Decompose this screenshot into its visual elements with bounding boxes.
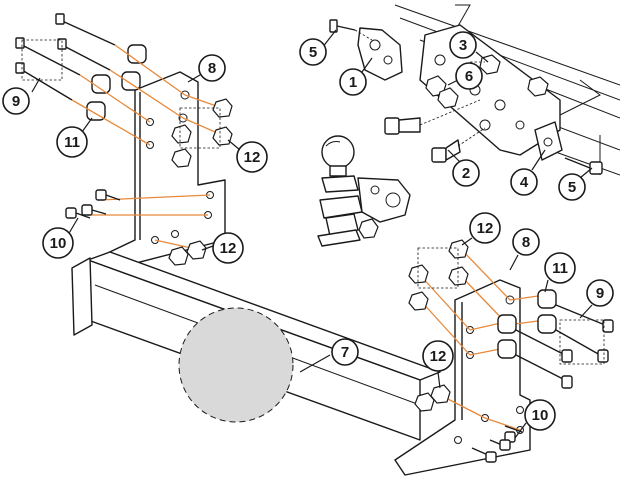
svg-text:8: 8 [522,234,530,251]
svg-text:4: 4 [520,174,529,191]
callout-12-upper-right: 12 [469,212,501,244]
part-5-bolt-lower [564,157,603,175]
part-9-right-bolts [515,304,614,389]
svg-text:10: 10 [50,235,67,252]
callout-6: 6 [455,62,483,90]
svg-text:8: 8 [208,60,216,77]
svg-text:12: 12 [430,348,447,365]
part-6-nuts [425,75,459,109]
callout-5-lower: 5 [558,173,586,201]
callout-1: 1 [339,68,367,96]
svg-text:11: 11 [552,260,568,277]
svg-text:6: 6 [465,68,473,85]
callout-12-upper-left: 12 [236,141,268,173]
tow-ball-assembly [317,135,411,247]
callout-9-right: 9 [586,279,614,307]
callout-8-left: 8 [198,54,226,82]
svg-text:9: 9 [12,93,20,110]
svg-text:12: 12 [477,220,494,237]
callout-leaders [31,29,593,439]
part-5-bolt-upper [329,19,373,41]
part-2-bolts [384,99,486,163]
assembly-guides-left [71,44,223,251]
callout-5-upper: 5 [299,38,327,66]
part-10-right-bolts [471,425,523,463]
svg-text:1: 1 [349,74,357,91]
svg-text:12: 12 [244,149,261,166]
part-12-left-nuts [168,98,233,266]
part-11-right-spacers [497,289,557,359]
svg-text:10: 10 [532,407,549,424]
svg-text:5: 5 [568,179,576,196]
svg-text:12: 12 [220,240,237,257]
callout-3: 3 [449,31,477,59]
callout-12-lower-left: 12 [212,232,244,264]
callout-7: 7 [331,338,359,366]
callout-12-lower-right: 12 [422,340,454,372]
part-12-right-nuts [408,239,469,412]
part-11-left-spacers [86,44,147,121]
callout-4: 4 [510,168,538,196]
svg-text:9: 9 [596,285,604,302]
callout-11-left: 11 [56,126,88,158]
callout-10-right: 10 [524,399,556,431]
callout-2: 2 [452,159,480,187]
part-4-clamp-plate [534,121,563,161]
svg-text:2: 2 [462,165,470,182]
part-10-left-bolts [65,189,121,219]
part-1-bracket-plate [357,27,403,81]
part-9-left-bolts [15,13,116,101]
svg-text:11: 11 [64,134,80,151]
svg-text:3: 3 [459,37,467,54]
callout-11-right: 11 [544,252,576,284]
svg-text:7: 7 [341,344,349,361]
callout-10-left: 10 [42,227,74,259]
callout-8-right: 8 [512,228,540,256]
svg-text:5: 5 [309,44,317,61]
callout-9-left: 9 [2,87,30,115]
obscured-area-circle [178,307,294,423]
